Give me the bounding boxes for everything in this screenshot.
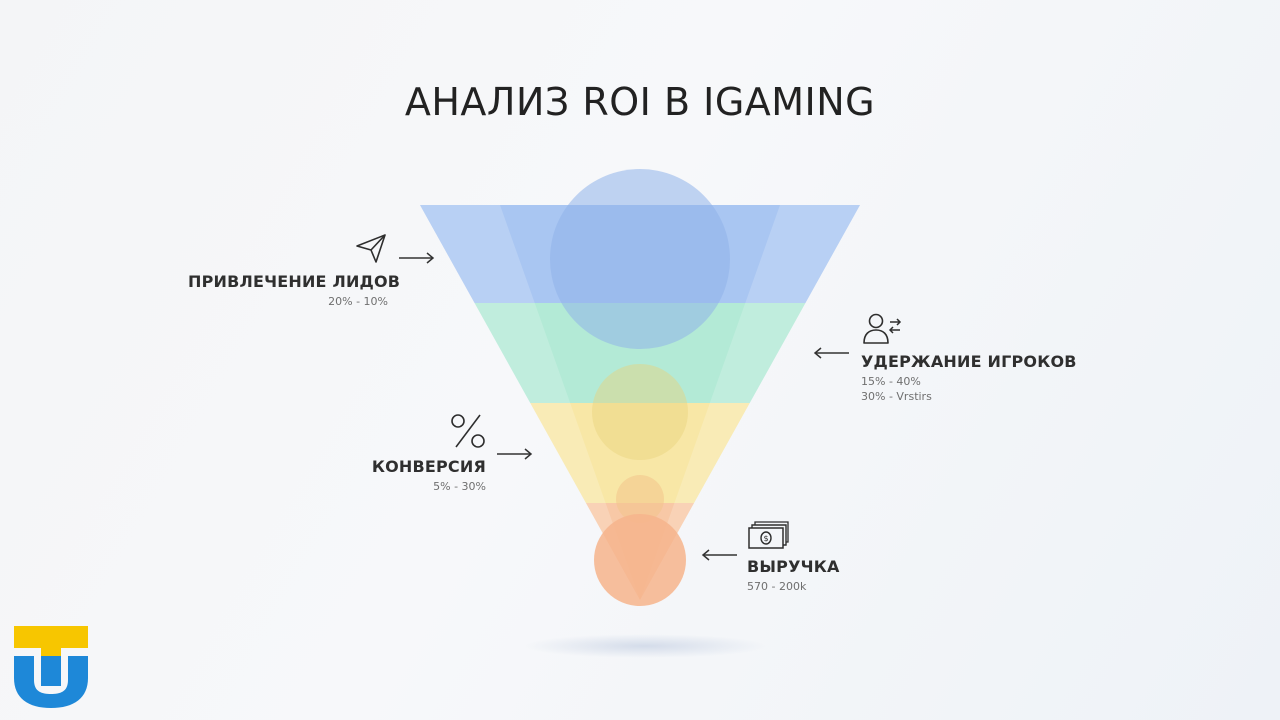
arrow-revenue xyxy=(700,547,738,566)
user-switch-icon xyxy=(862,312,904,350)
stage-leads-value: 20% - 10% xyxy=(328,295,388,308)
stage-conversion-value: 5% - 30% xyxy=(433,480,486,493)
arrow-leads xyxy=(398,250,436,269)
page-title: АНАЛИЗ ROI В IGAMING xyxy=(404,80,876,124)
svg-text:$: $ xyxy=(763,534,768,543)
funnel-left-facet xyxy=(420,205,640,600)
stage-leads-label: ПРИВЛЕЧЕНИЕ ЛИДОВ xyxy=(188,272,401,291)
brand-logo xyxy=(14,626,88,708)
stage-conversion-label: КОНВЕРСИЯ xyxy=(371,457,486,476)
stage-revenue-label: ВЫРУЧКА xyxy=(747,557,840,576)
arrow-retention xyxy=(812,345,850,364)
stage-retention-label: УДЕРЖАНИЕ ИГРОКОВ xyxy=(861,352,1077,371)
money-icon: $ xyxy=(747,520,789,554)
paper-plane-icon xyxy=(354,232,388,268)
stage-revenue-value: 570 - 200k xyxy=(747,580,807,593)
arrow-conversion xyxy=(496,446,534,465)
funnel-circle-leads xyxy=(550,169,730,349)
funnel-right-facet xyxy=(640,205,860,600)
stage-retention-value-1: 15% - 40% xyxy=(861,375,921,388)
stage-retention-value-2: 30% - Vrstirs xyxy=(861,390,932,403)
funnel-circle-small xyxy=(616,475,664,523)
stage-revenue: ВЫРУЧКА 570 - 200k xyxy=(747,557,907,593)
funnel-circle-conversion xyxy=(592,364,688,460)
percent-icon xyxy=(449,413,487,453)
stage-conversion: КОНВЕРСИЯ 5% - 30% xyxy=(326,457,486,493)
funnel-shadow xyxy=(525,634,765,658)
stage-leads: ПРИВЛЕЧЕНИЕ ЛИДОВ 20% - 10% xyxy=(188,272,401,308)
funnel-circle-revenue xyxy=(594,514,686,606)
stage-retention: УДЕРЖАНИЕ ИГРОКОВ 15% - 40% 30% - Vrstir… xyxy=(861,352,1101,403)
